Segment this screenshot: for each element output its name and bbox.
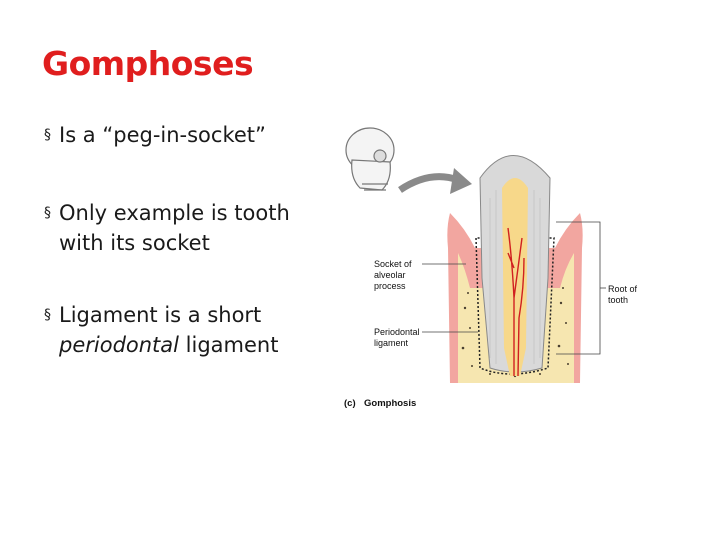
label-root-1: Root of: [608, 284, 638, 294]
gomphosis-illustration: Socket of alveolar process Root of tooth…: [344, 127, 638, 409]
leader-lines: [422, 221, 606, 355]
label-socket-3: process: [374, 281, 406, 291]
dentin-lines: [489, 190, 541, 364]
bullet-list: § Is a “peg-in-socket” § Only example is…: [44, 120, 334, 360]
pointer-arrow: [398, 173, 460, 193]
periodontal-ligament: [475, 237, 555, 375]
skull-icon: [345, 127, 395, 191]
label-perio-1: Periodontal: [374, 327, 420, 337]
pointer-arrowhead: [450, 168, 472, 194]
gomphosis-figure: Socket of alveolar process Root of tooth…: [330, 118, 650, 418]
bullet-item: § Ligament is a short periodontal ligame…: [44, 300, 334, 360]
label-root-2: tooth: [608, 295, 628, 305]
bullet-item: § Is a “peg-in-socket”: [44, 120, 334, 150]
bullet-item: § Only example is tooth with its socket: [44, 198, 334, 258]
figure-caption-part: (c): [344, 398, 356, 409]
figure-caption: Gomphosis: [364, 398, 416, 409]
label-socket-1: Socket of: [374, 259, 412, 269]
bullet-marker: §: [44, 127, 51, 143]
label-perio-2: ligament: [374, 338, 409, 348]
bullet-text-before: Ligament is a short: [59, 303, 262, 327]
slide-title: Gomphoses: [42, 44, 254, 83]
bullet-text-after: ligament: [179, 333, 279, 357]
bullet-emphasis: periodontal: [59, 333, 179, 357]
blood-vessels: [507, 227, 525, 377]
bullet-text: Is a “peg-in-socket”: [59, 123, 266, 147]
bullet-text: Only example is tooth with its socket: [59, 201, 290, 255]
pulp-cavity: [502, 178, 528, 376]
bullet-marker: §: [44, 205, 51, 221]
label-socket-2: alveolar: [374, 270, 406, 280]
bullet-marker: §: [44, 307, 51, 323]
